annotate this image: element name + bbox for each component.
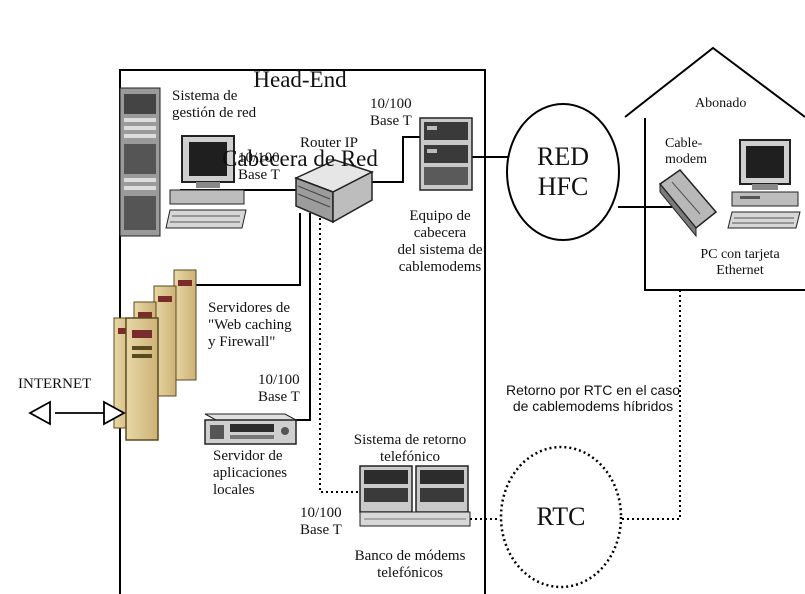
base-t-gestion-label: 10/100 Base T (238, 150, 280, 183)
subscriber-pc-icon (727, 139, 801, 229)
abonado-label: Abonado (695, 96, 747, 111)
equipo-cabecera-label: Equipo de cabecera del sistema de cablem… (397, 208, 483, 275)
internet-double-arrow (28, 400, 126, 426)
head-end-title: Head-End Cabecera de Red (190, 14, 410, 199)
web-caching-servers-icon (113, 269, 197, 441)
management-rack-icon (119, 87, 161, 237)
link-router-cabecera (372, 136, 420, 183)
sistema-gestion-label: Sistema de gestión de red (172, 88, 257, 121)
rtc-label: RTC (536, 502, 586, 531)
base-t-servidor-label: 10/100 Base T (258, 372, 300, 405)
internet-label: INTERNET (18, 376, 92, 392)
cable-modem-label: Cable- modem (665, 136, 707, 167)
link-rtc-house (622, 290, 681, 520)
banco-modems-label: Banco de módems telefónicos (354, 548, 466, 581)
pc-tarjeta-label: PC con tarjeta Ethernet (700, 247, 780, 278)
link-router-aplicaciones (295, 213, 311, 421)
modem-bank-icon (359, 465, 471, 527)
local-app-server-icon (204, 413, 297, 445)
subscriber-house (624, 46, 805, 291)
servidor-aplicaciones-label: Servidor de aplicaciones locales (213, 448, 288, 498)
link-router-modems (319, 213, 360, 493)
cmts-equipment-icon (419, 117, 473, 191)
red-hfc-ellipse (506, 103, 620, 241)
base-t-modems-label: 10/100 Base T (300, 505, 342, 538)
router-label: Router IP (300, 135, 358, 151)
red-hfc-label: RED HFC (537, 142, 589, 201)
servidores-label: Servidores de "Web caching y Firewall" (208, 300, 292, 350)
link-router-servidores (196, 213, 301, 286)
rtc-return-links (319, 213, 681, 520)
cable-modem-icon (658, 168, 718, 238)
rtc-ellipse (499, 445, 623, 589)
title-line-1: Head-End (253, 66, 347, 92)
sistema-retorno-label: Sistema de retorno telefónico (353, 432, 467, 465)
router-ip-icon (294, 159, 374, 224)
title-line-2: Cabecera de Red (222, 146, 378, 172)
management-pc-icon (165, 135, 247, 229)
base-t-cabecera-label: 10/100 Base T (370, 96, 412, 129)
retorno-rtc-label: Retorno por RTC en el caso de cablemodem… (505, 382, 681, 414)
